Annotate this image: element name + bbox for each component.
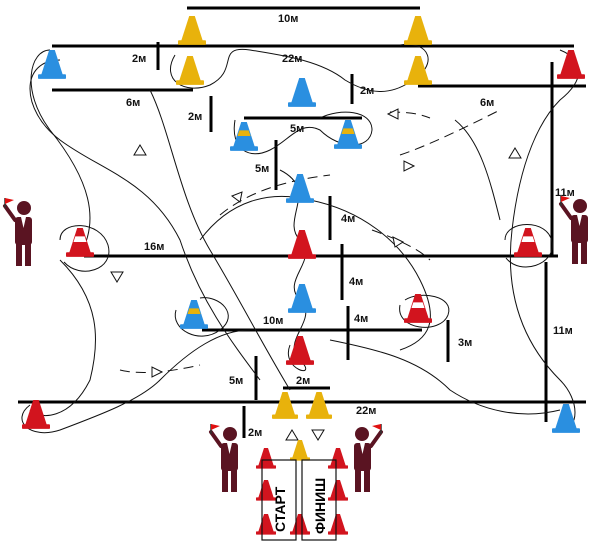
- route-dash-upper: [399, 109, 501, 156]
- label-2m-start: 2м: [248, 427, 262, 439]
- start-label: СТАРТ: [272, 486, 288, 532]
- label-4m-c: 4м: [354, 313, 368, 325]
- label-6m-right: 6м: [480, 97, 494, 109]
- direction-arrows: [110, 108, 522, 441]
- label-3m: 3м: [458, 337, 472, 349]
- route-left-blue-loop: [174, 297, 229, 337]
- direction-arrow-icon: [285, 429, 299, 441]
- route-right-inner: [454, 119, 501, 221]
- label-5m-mid: 5м: [290, 123, 304, 135]
- traffic-cone-icon: [290, 514, 310, 535]
- label-11m-lower: 11м: [553, 325, 573, 337]
- traffic-cone-icon: [286, 336, 314, 365]
- finish-label: ФИНИШ: [312, 478, 328, 534]
- distance-labels: 10м 22м 2м 2м 6м 6м 2м 5м 5м 4м 16м 11м …: [126, 13, 575, 439]
- traffic-cone-icon: [306, 392, 332, 419]
- direction-arrow-icon: [151, 366, 164, 378]
- cones: [22, 16, 585, 535]
- direction-arrow-icon: [311, 429, 325, 441]
- label-2m-bot: 2м: [296, 375, 310, 387]
- traffic-cone-icon: [328, 514, 348, 535]
- label-5m-low: 5м: [229, 375, 243, 387]
- route-lower-left-loop: [21, 329, 251, 434]
- traffic-cone-icon: [22, 400, 50, 429]
- route-left-cross: [149, 89, 291, 391]
- traffic-cone-icon: [334, 120, 362, 149]
- traffic-cone-icon: [290, 440, 310, 461]
- route-center-cross: [199, 195, 431, 351]
- label-2m-tl: 2м: [132, 53, 146, 65]
- label-6m-left: 6м: [126, 97, 140, 109]
- label-11m-upper: 11м: [555, 187, 575, 199]
- label-4m-a: 4м: [341, 213, 355, 225]
- route-left-red-loop: [59, 225, 110, 272]
- start-finish-zone: СТАРТ ФИНИШ: [261, 459, 337, 541]
- start-box: [261, 459, 297, 541]
- label-10m-top: 10м: [278, 13, 298, 25]
- flag-marshal-icon: [352, 424, 383, 494]
- label-2m-ml: 2м: [188, 111, 202, 123]
- direction-arrow-icon: [110, 271, 124, 283]
- route-left-outer: [30, 49, 91, 256]
- route-paths: [21, 43, 580, 434]
- flag-marshal-icon: [559, 196, 590, 266]
- label-2m-tr: 2м: [360, 85, 374, 97]
- route-right-red-loop: [504, 224, 553, 268]
- label-10m-low: 10м: [263, 315, 283, 327]
- flag-marshal-icon: [3, 198, 34, 268]
- traffic-cone-icon: [288, 78, 316, 107]
- traffic-cone-icon: [178, 16, 206, 45]
- flag-marshal-icon: [209, 424, 240, 494]
- route-mid-ring: [233, 111, 373, 155]
- label-16m: 16м: [144, 241, 164, 253]
- direction-arrow-icon: [403, 160, 416, 172]
- traffic-cone-icon: [256, 448, 276, 469]
- traffic-cone-icon: [514, 228, 542, 257]
- traffic-cone-icon: [404, 16, 432, 45]
- route-top-left-loop: [29, 59, 261, 381]
- route-diagonal-sweep: [29, 259, 97, 416]
- traffic-cone-icon: [557, 50, 585, 79]
- measurement-lines: [18, 6, 586, 438]
- traffic-cone-icon: [288, 284, 316, 313]
- traffic-cone-icon: [552, 404, 580, 433]
- direction-arrow-icon: [508, 147, 522, 159]
- label-4m-b: 4м: [349, 276, 363, 288]
- route-right-outer: [509, 49, 580, 431]
- traffic-cone-icon: [328, 448, 348, 469]
- direction-arrow-icon: [230, 191, 243, 203]
- direction-arrow-icon: [386, 108, 399, 120]
- label-5m-left: 5м: [255, 163, 269, 175]
- traffic-cone-icon: [180, 300, 208, 329]
- route-dash-right: [371, 229, 431, 261]
- traffic-cone-icon: [176, 56, 204, 85]
- traffic-cone-icon: [66, 228, 94, 257]
- direction-arrow-icon: [392, 236, 405, 248]
- label-22m-bot: 22м: [356, 405, 376, 417]
- label-22m-top: 22м: [282, 53, 302, 65]
- route-dash-mid: [219, 174, 331, 216]
- traffic-cone-icon: [272, 392, 298, 419]
- direction-arrow-icon: [133, 144, 147, 156]
- traffic-cone-icon: [288, 230, 316, 259]
- route-lower-right-sweep: [329, 339, 561, 415]
- traffic-cone-icon: [328, 480, 348, 501]
- finish-box: [301, 459, 337, 541]
